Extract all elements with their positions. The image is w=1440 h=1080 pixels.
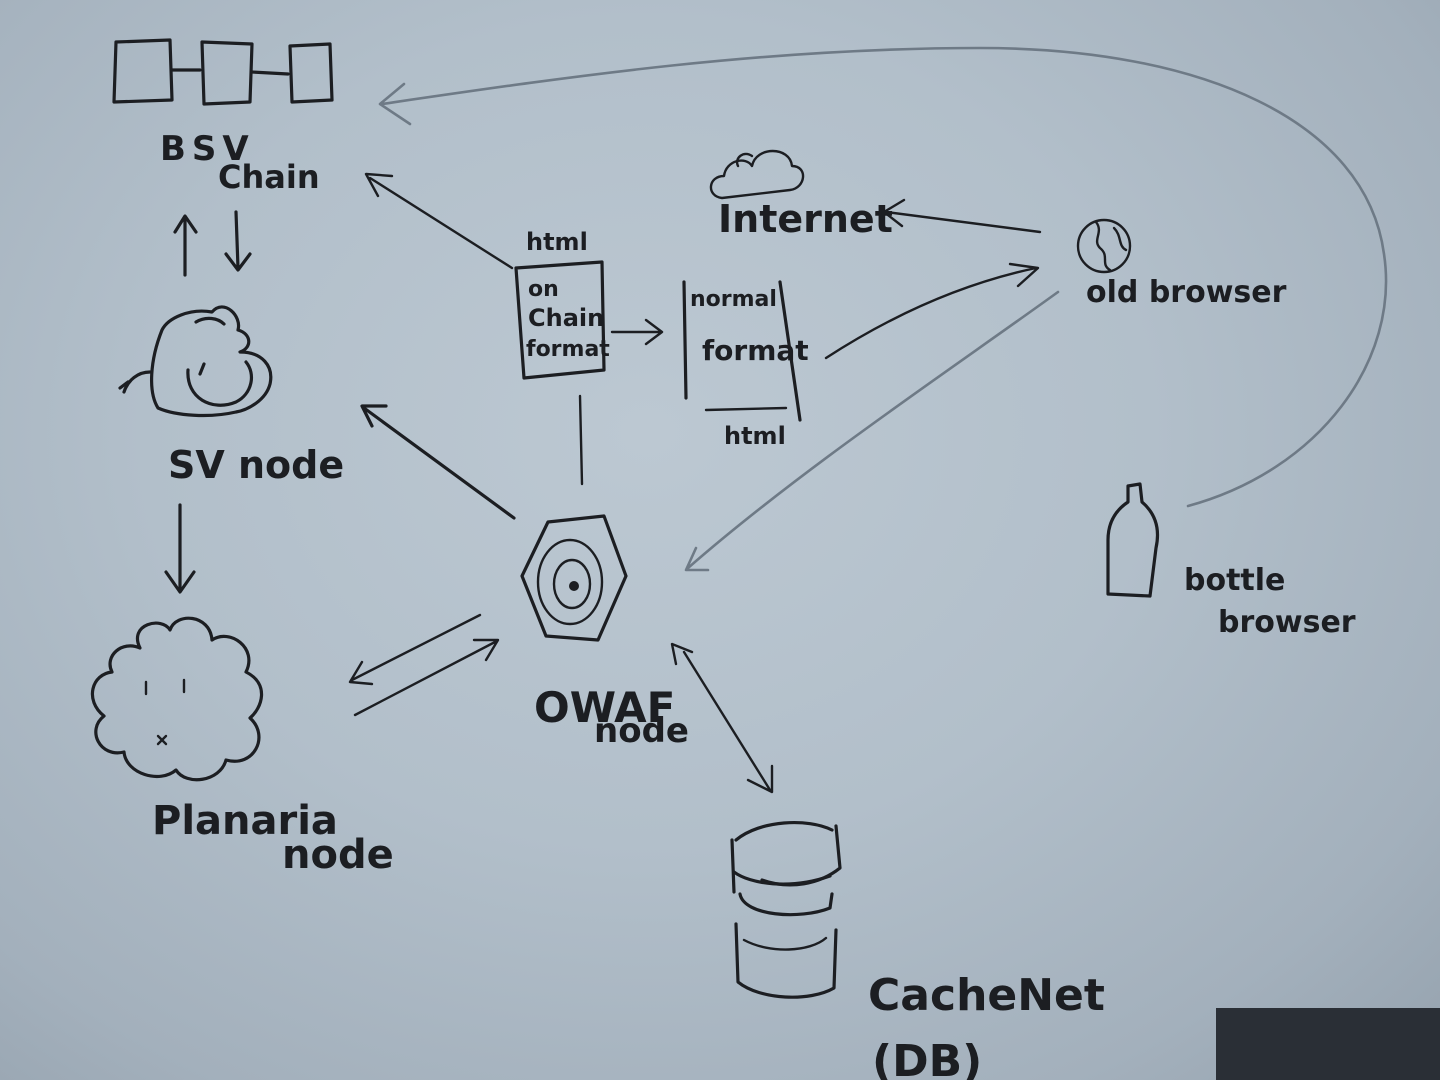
owaf-cachenet-arrow <box>670 642 774 794</box>
cachenet-label-line1: CacheNet <box>868 970 1105 1021</box>
normal-doc-line1: normal <box>690 287 777 312</box>
on-chain-doc-html-label: html <box>526 228 588 256</box>
planaria-owaf-arrows <box>348 613 500 717</box>
normal-doc-line2: format <box>702 334 809 367</box>
sv-node-to-planaria-arrow <box>164 503 196 594</box>
bsv-chain-label-line1: BSV <box>160 129 255 169</box>
dark-object-corner <box>1216 1008 1440 1080</box>
blockchain-icon <box>112 38 334 106</box>
doc-to-chain-arrow <box>364 172 514 270</box>
owaf-to-sv-node-arrow <box>360 404 516 520</box>
hexagon-target-icon <box>520 514 628 642</box>
normal-format-document-icon <box>682 280 802 422</box>
cachenet-label-line2: (DB) <box>872 1036 982 1080</box>
on-chain-format-document-icon <box>514 260 606 380</box>
owaf-to-doc-line <box>578 394 584 486</box>
database-icon <box>730 821 842 999</box>
cloud-icon <box>709 149 805 200</box>
bottle-to-chain-arrow <box>378 46 1388 508</box>
normal-doc-html-label: html <box>724 422 786 450</box>
convert-format-arrow <box>610 318 664 346</box>
doc-to-old-browser-arrow <box>824 262 1040 360</box>
on-chain-doc-line1: on <box>528 277 559 302</box>
bird-icon <box>118 305 273 418</box>
owaf-node-label-line1: OWAF <box>534 683 675 732</box>
planaria-node-label-line1: Planaria <box>152 798 338 844</box>
bottle-browser-label-line2: browser <box>1218 605 1356 640</box>
bottle-icon <box>1106 482 1160 598</box>
planaria-node-label-line2: node <box>282 832 394 878</box>
bsv-chain-label-line2: Chain <box>218 158 320 196</box>
browser-to-internet-arrow <box>882 198 1042 234</box>
internet-label: Internet <box>718 197 893 241</box>
owaf-node-label-line2: node <box>594 711 689 751</box>
on-chain-doc-line3: format <box>526 337 610 362</box>
old-browser-to-owaf-arrow <box>684 290 1060 572</box>
planaria-blob-icon <box>90 616 264 782</box>
sv-node-label: SV node <box>168 443 344 487</box>
old-browser-label: old browser <box>1086 275 1287 310</box>
chain-sv-node-arrows <box>173 210 252 277</box>
globe-icon <box>1076 218 1132 274</box>
on-chain-doc-line2: Chain <box>528 304 604 332</box>
bottle-browser-label-line1: bottle <box>1184 563 1285 598</box>
